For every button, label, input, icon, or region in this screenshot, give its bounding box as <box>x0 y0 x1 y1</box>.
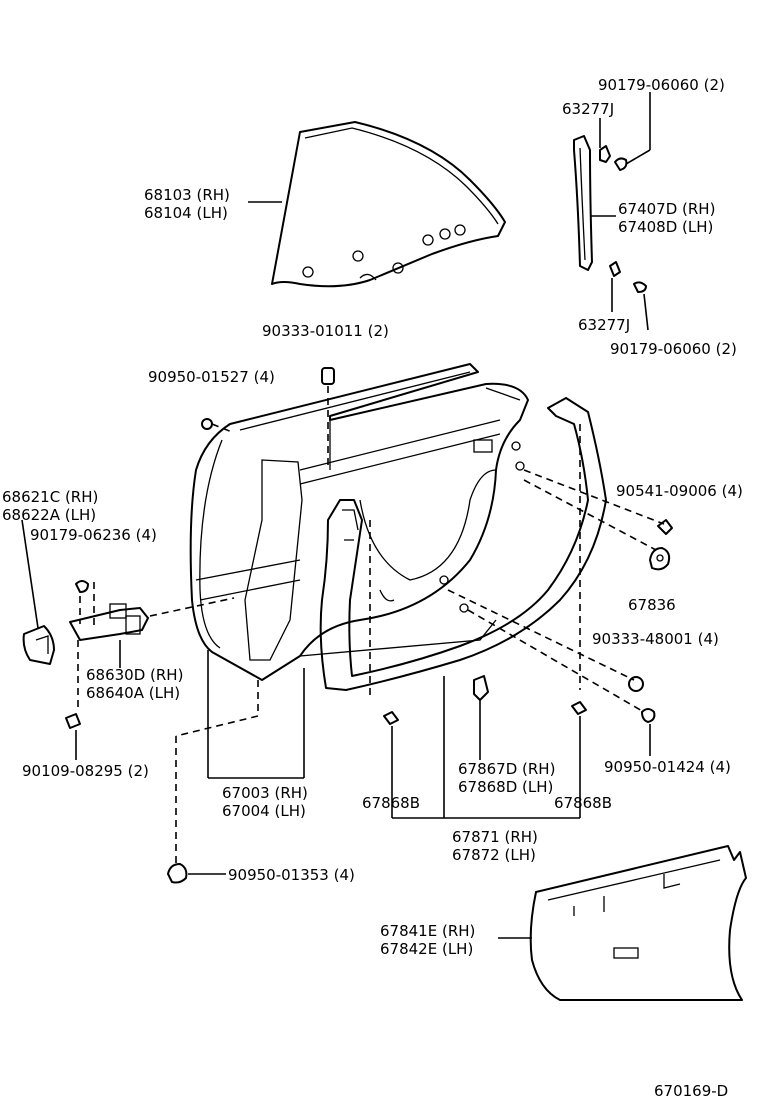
check-lh-label: 68640A (LH) <box>86 684 180 702</box>
plug-top-label: 90333-01011 (2) <box>262 322 389 340</box>
glass-lh-label: 68104 (LH) <box>144 204 228 222</box>
service-cover-sheet-part[interactable] <box>529 845 747 1001</box>
cover-lh-label: 68622A (LH) <box>2 506 96 524</box>
plug-right-label: 90333-48001 (4) <box>592 630 719 648</box>
plug-right-part[interactable] <box>628 676 644 692</box>
check-rh-label: 68630D (RH) <box>86 666 183 684</box>
sheet-rh-label: 67841E (RH) <box>380 922 475 940</box>
channel-lh-label: 67408D (LH) <box>618 218 713 236</box>
clip-right-label: 67868B <box>554 794 612 812</box>
plug-top-part[interactable] <box>321 367 335 385</box>
plug-right-lower-label: 90950-01424 (4) <box>604 758 731 776</box>
weatherstrip-clip-part[interactable] <box>473 675 489 701</box>
bolt-lower-part[interactable] <box>65 713 81 729</box>
channel-rh-label: 67407D (RH) <box>618 200 715 218</box>
door-weatherstrip-part[interactable] <box>319 397 607 691</box>
door-lh-label: 67004 (LH) <box>222 802 306 820</box>
door-glass-part[interactable] <box>271 121 506 288</box>
clip-left-label: 67868B <box>362 794 420 812</box>
rear-channel-part[interactable] <box>573 135 647 293</box>
bolt-lower-label: 90109-08295 (2) <box>22 762 149 780</box>
clip-left-part[interactable] <box>383 711 399 725</box>
clip-weather-rh-label: 67867D (RH) <box>458 760 555 778</box>
grommet-label: 67836 <box>628 596 676 614</box>
glass-rh-label: 68103 (RH) <box>144 186 230 204</box>
cover-part[interactable] <box>22 625 55 665</box>
bolt-top-label: 90179-06060 (2) <box>598 76 725 94</box>
cover-rh-label: 68621C (RH) <box>2 488 98 506</box>
plug-left-part[interactable] <box>201 418 213 430</box>
bolt-check-label: 90179-06236 (4) <box>30 526 157 544</box>
grommet-part[interactable] <box>649 547 671 571</box>
plug-right-lower-part[interactable] <box>641 708 656 723</box>
clip-bottom-label: 63277J <box>578 316 630 334</box>
plug-left-label: 90950-01527 (4) <box>148 368 275 386</box>
bolt-check-part[interactable] <box>75 580 89 593</box>
bolt-bottom-label: 90179-06060 (2) <box>610 340 737 358</box>
nut-right-label: 90541-09006 (4) <box>616 482 743 500</box>
sheet-lh-label: 67842E (LH) <box>380 940 473 958</box>
clip-right-part[interactable] <box>571 701 587 715</box>
weatherstrip-lh-label: 67872 (LH) <box>452 846 536 864</box>
door-check-part[interactable] <box>69 603 149 641</box>
door-rh-label: 67003 (RH) <box>222 784 308 802</box>
plug-bottom-label: 90950-01353 (4) <box>228 866 355 884</box>
clip-weather-lh-label: 67868D (LH) <box>458 778 553 796</box>
clip-top-label: 63277J <box>562 100 614 118</box>
door-panel-part[interactable] <box>189 363 529 681</box>
nut-right-part[interactable] <box>657 519 673 535</box>
figure-id-label: 670169-D <box>654 1082 728 1100</box>
plug-bottom-part[interactable] <box>166 862 188 884</box>
weatherstrip-rh-label: 67871 (RH) <box>452 828 538 846</box>
